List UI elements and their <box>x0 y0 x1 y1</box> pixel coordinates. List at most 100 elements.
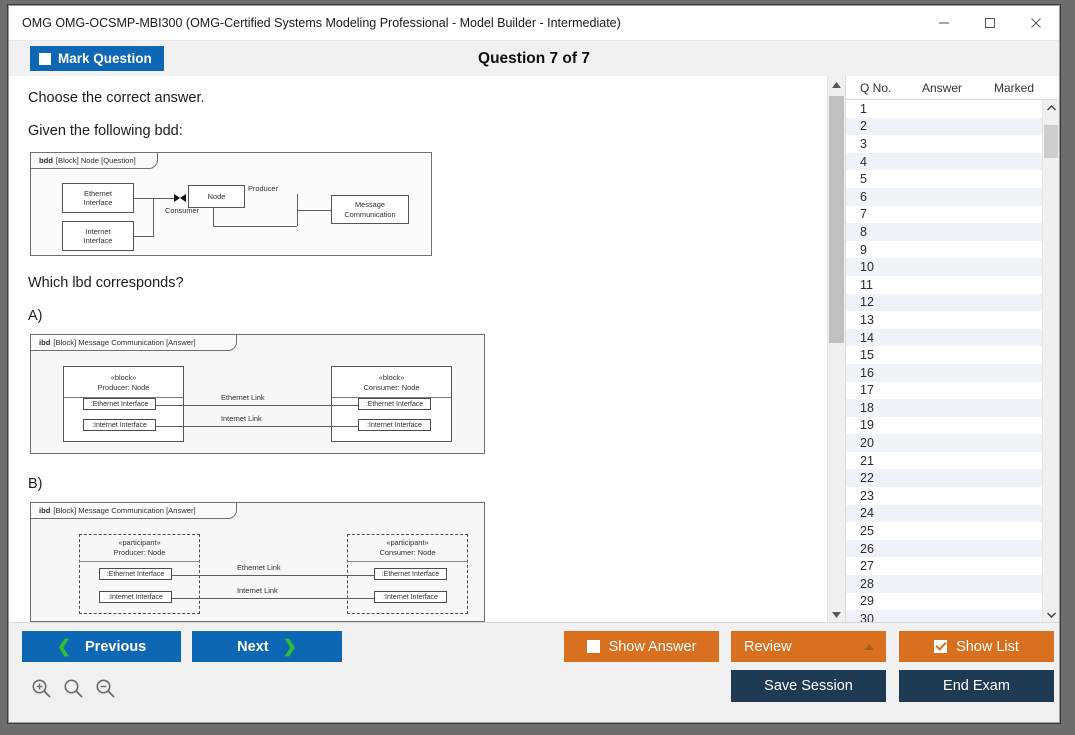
row-question-number: 17 <box>860 383 874 398</box>
question-list-row[interactable]: 19 <box>846 416 1042 435</box>
chevron-up-icon <box>864 643 874 650</box>
end-exam-button[interactable]: End Exam <box>899 670 1054 702</box>
ibd-a-consumer-stereotype: «block» <box>378 373 405 382</box>
question-list-row[interactable]: 21 <box>846 451 1042 470</box>
ibd-a-producer-name: Producer: Node <box>97 382 150 392</box>
ibd-b-consumer-header: «participant» Consumer: Node <box>347 538 468 557</box>
question-list-row[interactable]: 3 <box>846 135 1042 153</box>
zoom-out-icon[interactable] <box>95 678 116 704</box>
ibd-a-label-internet-link: Internet Link <box>221 414 262 423</box>
question-list-row[interactable]: 20 <box>846 434 1042 452</box>
content-scrollbar[interactable] <box>827 76 845 623</box>
question-list-row[interactable]: 14 <box>846 328 1042 347</box>
show-list-checkbox-icon <box>934 640 948 653</box>
save-session-button[interactable]: Save Session <box>731 670 886 702</box>
zoom-in-icon[interactable] <box>31 678 52 704</box>
ibd-a-link-ethernet <box>156 405 358 406</box>
row-question-number: 28 <box>860 576 874 591</box>
review-dropdown-button[interactable]: Review <box>731 631 886 662</box>
question-list-row[interactable]: 28 <box>846 575 1042 593</box>
bdd-node-right <box>213 226 297 227</box>
question-list-row[interactable]: 27 <box>846 557 1042 576</box>
minimize-icon[interactable] <box>921 6 967 40</box>
row-question-number: 15 <box>860 348 874 363</box>
mark-question-button[interactable]: Mark Question <box>30 46 164 71</box>
question-list-scrollbar-thumb[interactable] <box>1044 125 1058 158</box>
end-exam-label: End Exam <box>943 678 1010 694</box>
content-scrollbar-thumb[interactable] <box>829 96 844 343</box>
ibd-a-consumer-header: «block» Consumer: Node <box>332 367 451 399</box>
ibd-a-diagram: ibd [Block] Message Communication [Answe… <box>30 334 485 454</box>
question-list-row[interactable]: 1 <box>846 100 1042 118</box>
row-question-number: 30 <box>860 612 874 623</box>
row-question-number: 22 <box>860 471 874 486</box>
ibd-b-producer-stereotype: «participant» <box>118 538 161 547</box>
question-list-row[interactable]: 10 <box>846 258 1042 276</box>
question-list-row[interactable]: 16 <box>846 363 1042 382</box>
row-question-number: 7 <box>860 207 867 222</box>
question-list-row[interactable]: 29 <box>846 592 1042 611</box>
bdd-connector-eth <box>134 198 154 199</box>
list-scroll-down-icon[interactable] <box>1043 607 1059 623</box>
ibd-b-part-producer <box>79 534 200 614</box>
bdd-frame-keyword: bdd <box>39 156 53 165</box>
question-list-row[interactable]: 18 <box>846 399 1042 417</box>
question-list-row[interactable]: 6 <box>846 187 1042 206</box>
next-button[interactable]: Next ❯ <box>192 631 342 662</box>
show-answer-checkbox-icon <box>586 640 600 653</box>
list-scroll-up-icon[interactable] <box>1043 100 1059 116</box>
question-list-row[interactable]: 5 <box>846 170 1042 188</box>
ibd-b-producer-name: Producer: Node <box>113 547 166 557</box>
row-question-number: 11 <box>860 277 873 292</box>
row-question-number: 12 <box>860 295 874 310</box>
ibd-a-port-right-int: :Internet Interface <box>358 419 431 431</box>
question-list-row[interactable]: 24 <box>846 504 1042 523</box>
ibd-b-port-left-eth: :Ethernet Interface <box>99 568 172 580</box>
maximize-icon[interactable] <box>967 6 1013 40</box>
question-list-row[interactable]: 23 <box>846 487 1042 505</box>
question-list-row[interactable]: 26 <box>846 539 1042 558</box>
question-list-row[interactable]: 11 <box>846 275 1042 294</box>
ibd-b-part-consumer <box>347 534 468 614</box>
show-list-button[interactable]: Show List <box>899 631 1054 662</box>
question-list-row[interactable]: 12 <box>846 293 1042 312</box>
scroll-down-icon[interactable] <box>828 606 845 623</box>
close-icon[interactable] <box>1013 6 1059 40</box>
question-list-row[interactable]: 8 <box>846 223 1042 241</box>
question-list-row[interactable]: 4 <box>846 152 1042 171</box>
bdd-connector-to-node <box>153 198 174 199</box>
bdd-frame-rest: [Block] Node [Question] <box>55 156 136 165</box>
question-list-row[interactable]: 13 <box>846 311 1042 329</box>
previous-button[interactable]: ❮ Previous <box>22 631 181 662</box>
row-question-number: 13 <box>860 312 874 327</box>
question-list-row[interactable]: 25 <box>846 522 1042 540</box>
question-list-row[interactable]: 30 <box>846 610 1042 623</box>
ibd-b-label-internet-link: Internet Link <box>237 586 278 595</box>
question-list-row[interactable]: 17 <box>846 381 1042 400</box>
scroll-up-icon[interactable] <box>828 76 845 93</box>
ibd-a-port-left-eth: :Ethernet Interface <box>83 398 156 410</box>
ibd-b-port-right-int: :Internet Interface <box>374 591 447 603</box>
next-label: Next <box>237 638 269 655</box>
question-list-row[interactable]: 15 <box>846 346 1042 364</box>
question-list-row[interactable]: 7 <box>846 205 1042 224</box>
question-list-row[interactable]: 22 <box>846 469 1042 488</box>
ibd-a-part-consumer: «block» Consumer: Node <box>331 366 452 442</box>
ibd-a-consumer-name: Consumer: Node <box>363 382 420 392</box>
row-question-number: 25 <box>860 524 874 539</box>
row-question-number: 19 <box>860 418 874 433</box>
zoom-reset-icon[interactable] <box>63 678 84 704</box>
row-question-number: 20 <box>860 436 874 451</box>
mark-question-label: Mark Question <box>58 51 152 66</box>
ibd-b-consumer-name: Consumer: Node <box>379 547 436 557</box>
show-answer-button[interactable]: Show Answer <box>564 631 719 662</box>
show-answer-label: Show Answer <box>608 638 697 655</box>
question-list-scrollbar[interactable] <box>1042 100 1059 623</box>
ibd-a-producer-header: «block» Producer: Node <box>64 367 183 399</box>
bdd-composition-diamond-icon <box>174 194 186 202</box>
question-list-row[interactable]: 2 <box>846 117 1042 136</box>
question-list-row[interactable]: 9 <box>846 240 1042 259</box>
